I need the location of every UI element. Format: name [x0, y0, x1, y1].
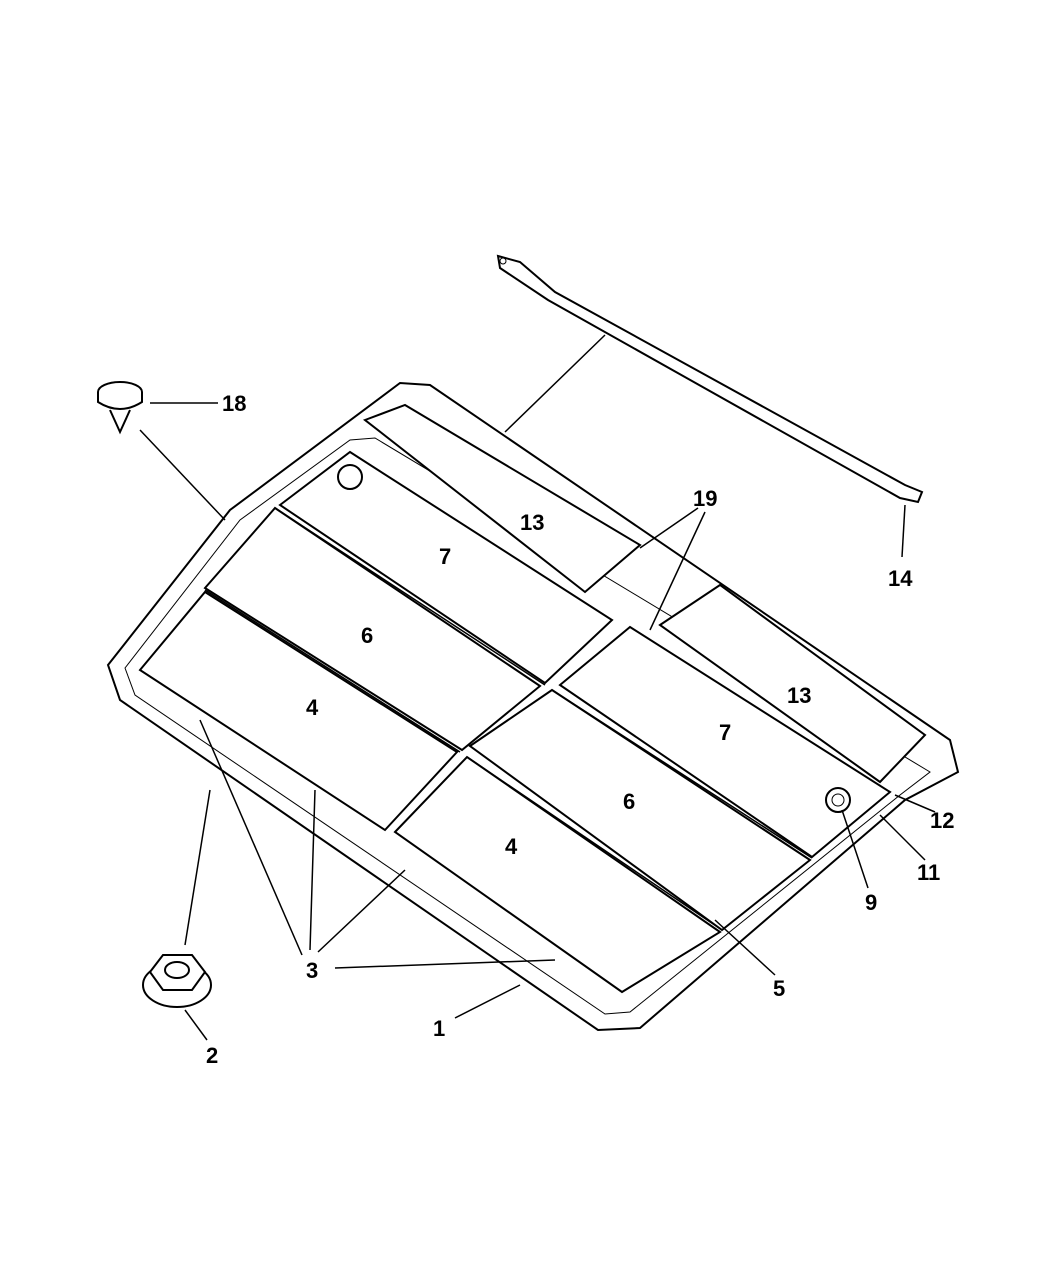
flange-nut-2: [142, 954, 212, 1008]
leader-lines: [139, 334, 936, 1041]
panel-7-left: [278, 450, 614, 685]
callout-3: 3: [306, 958, 318, 983]
seam: [274, 507, 546, 686]
panel-6-left: [203, 506, 542, 752]
seam: [204, 589, 461, 753]
callout-19: 19: [693, 486, 717, 511]
callout-14: 14: [888, 566, 913, 591]
fastener-9: [825, 787, 851, 813]
callout-1: 1: [433, 1016, 445, 1041]
support-rod-14: [496, 254, 924, 504]
fastener-9-top: [337, 464, 363, 490]
callout-13-right: 13: [787, 683, 811, 708]
callout-7-right: 7: [719, 720, 731, 745]
callout-7-left: 7: [439, 544, 451, 569]
callout-4-left: 4: [306, 695, 319, 720]
panel-6-right: [468, 688, 812, 932]
callout-13-left: 13: [520, 510, 544, 535]
callout-4-right: 4: [505, 834, 518, 859]
callout-2: 2: [206, 1043, 218, 1068]
seam: [466, 756, 723, 931]
rod-hole: [499, 257, 507, 265]
callout-6-left: 6: [361, 623, 373, 648]
panel-4-right: [393, 755, 722, 994]
callout-9: 9: [865, 890, 877, 915]
panel-7-right: [558, 625, 892, 859]
callout-6-right: 6: [623, 789, 635, 814]
callout-12: 12: [930, 808, 954, 833]
callout-11: 11: [917, 860, 940, 885]
callout-18: 18: [222, 391, 246, 416]
seam: [551, 689, 813, 859]
panel-4-left: [138, 590, 459, 832]
push-pin-18: [97, 381, 143, 435]
tray-inner-edge: [124, 437, 931, 1015]
storage-bin-left: [362, 403, 642, 594]
fastener-9-inner: [831, 793, 845, 807]
storage-bin-right: [658, 583, 927, 784]
callout-5: 5: [773, 976, 785, 1001]
